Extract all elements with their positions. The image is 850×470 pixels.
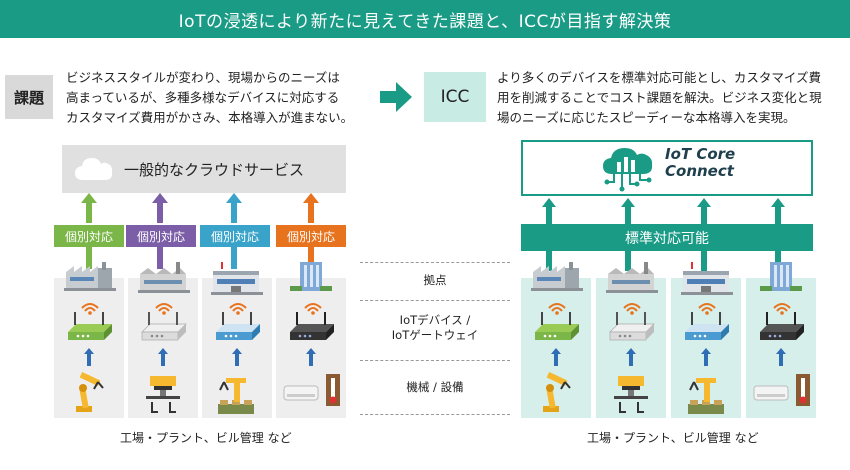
issue-line: ビジネススタイルが変わり、現場からのニーズは [66,70,340,85]
device-row-label-line: IoTデバイス / [399,313,471,327]
robot-arm-icon [75,371,104,413]
cloud-icon [75,158,113,180]
factory-icon [64,262,116,291]
hvac-icon [283,373,341,407]
individual-support-label: 個別対応 [54,225,124,247]
issue-description: ビジネススタイルが変わり、現場からのニーズは 高まっているが、多種多様なデバイス… [66,68,353,128]
router-icon [290,312,334,340]
router-icon [68,312,112,340]
building-icon [760,262,802,291]
individual-support-label: 個別対応 [126,225,196,247]
row-divider [360,414,510,415]
issue-line: 高まっているが、多種多様なデバイスに対応する [66,90,340,105]
iot-core-connect-logo-text: IoT Core Connect [665,146,735,180]
router-icon [685,312,729,340]
logo-line: Connect [665,162,734,180]
right-arrow-icon [380,82,412,112]
factory-icon [606,262,658,293]
wifi-icon [698,303,716,316]
individual-support-label: 個別対応 [200,225,270,247]
issue-line: カスタマイズ費用がかさみ、本格導入が進まない。 [66,110,354,125]
icc-line: 用を削減することでコスト課題を解決。ビジネス変化と現 [497,90,822,105]
device-row-label-line: IoTゲートウェイ [391,328,479,342]
press-machine-icon [613,375,649,413]
router-icon [535,312,579,340]
logo-line: IoT Core [665,145,736,163]
up-arrow-icon [84,348,316,366]
factory-icon [138,262,190,293]
wifi-icon [229,303,247,316]
factory-icon [211,262,263,295]
up-arrow-icon [542,198,785,271]
iot-core-connect-box [521,140,813,196]
factory-icon [531,262,583,291]
icc-line: 場のニーズに応じたスピーディーな本格導入を実現。 [497,110,796,125]
router-icon [609,311,655,341]
right-up-arrows [542,198,785,271]
router-icon [760,312,804,340]
building-icon [290,262,332,291]
router-icon [141,311,187,341]
icc-line: より多くのデバイスを標準対応可能とし、カスタマイズ費 [497,70,822,85]
site-icons [64,262,811,415]
up-arrow-icon [152,193,168,269]
left-up-arrows [81,193,319,269]
wifi-icon [623,303,641,316]
cloud-service-label: 一般的なクラウドサービス [124,160,305,179]
left-footer: 工場・プラント、ビル管理 など [120,431,292,445]
site-row-label: 拠点 [423,273,447,287]
router-icon [216,312,260,340]
up-arrow-icon [226,193,242,269]
up-arrow-icon [81,193,97,269]
wifi-icon [155,303,173,316]
page-banner: IoTの浸透により新たに見えてきた課題と、ICCが目指す解決策 [0,0,850,38]
hvac-icon [753,373,811,407]
issue-tag: 課題 [5,75,53,119]
row-divider [360,262,510,263]
standard-support-bar: 標準対応可能 [521,224,813,251]
press-machine-icon [145,375,181,413]
row-divider [360,360,510,361]
row-divider [360,300,510,301]
wifi-icon [773,303,791,316]
individual-support-label: 個別対応 [276,225,346,247]
assembly-robot-icon [217,377,255,415]
wifi-icon [304,303,322,316]
icc-tag: ICC [424,72,486,122]
device-row-label: IoTデバイス / IoTゲートウェイ [380,313,490,343]
right-footer: 工場・プラント、ビル管理 など [587,431,759,445]
icc-description: より多くのデバイスを標準対応可能とし、カスタマイズ費 用を削減することでコスト課… [497,68,822,128]
factory-icon [681,262,733,295]
assembly-robot-icon [687,377,725,415]
up-arrow-icon [303,193,319,269]
up-arrow-icon [551,348,786,366]
machine-row-label: 機械 / 設備 [406,380,464,394]
wifi-icon [548,303,566,316]
wifi-icon [81,303,99,316]
robot-arm-icon [542,371,571,413]
iot-core-connect-logo-icon [603,148,653,192]
